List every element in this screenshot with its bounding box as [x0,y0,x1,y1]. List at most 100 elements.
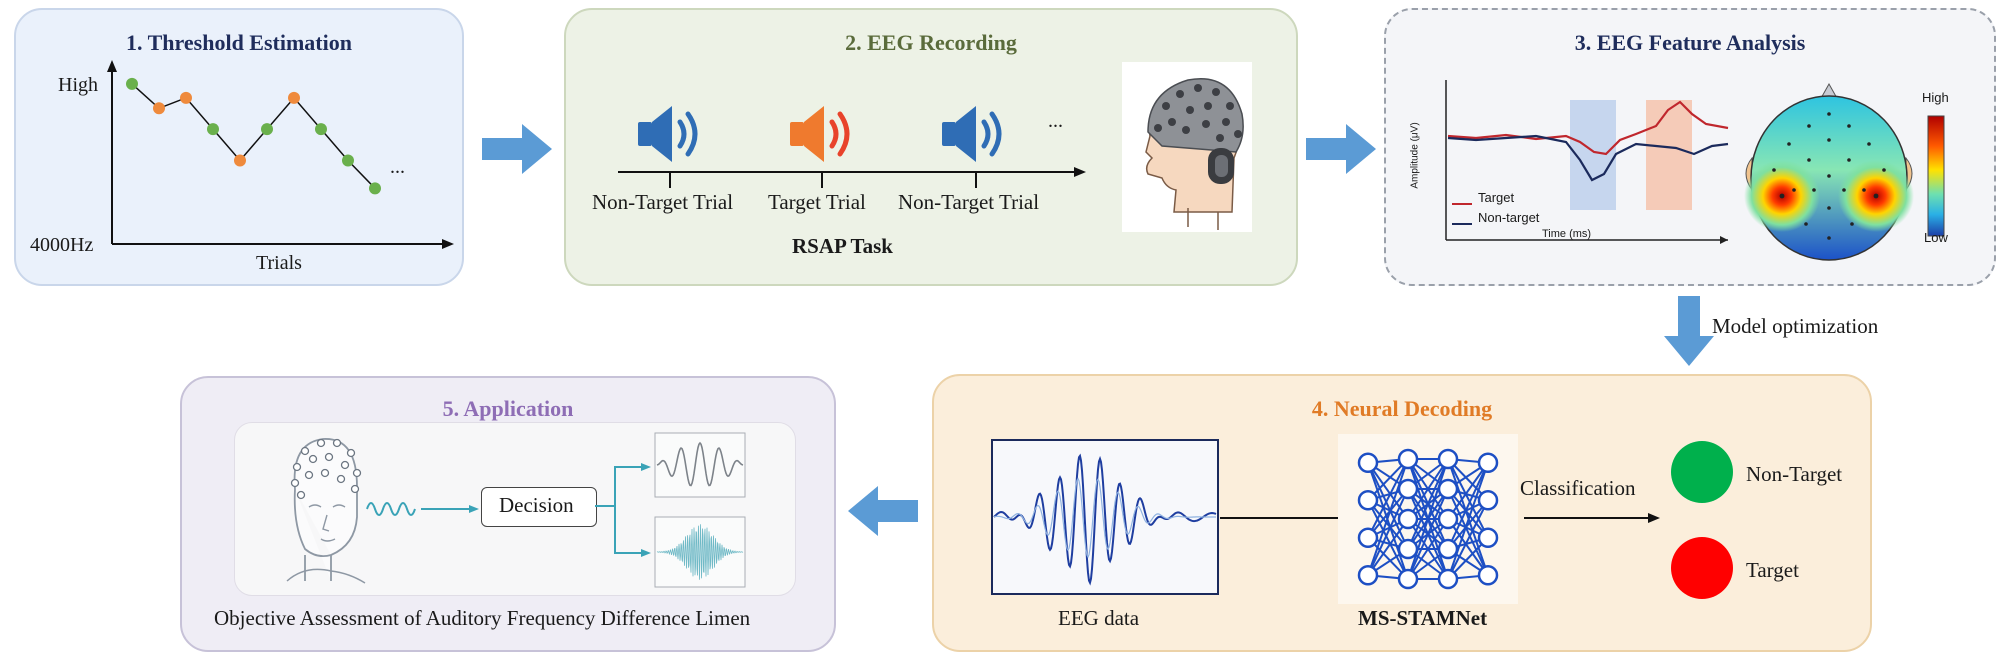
network-node [1437,478,1459,500]
eeg-recording-panel: 2. EEG Recording ... Non-Target Trial Ta… [564,8,1298,286]
network-node [1477,527,1499,548]
network-edge [1447,462,1489,580]
network-edge [1407,458,1449,550]
application-caption: Objective Assessment of Auditory Frequen… [214,606,751,630]
erp-ylabel: Amplitude (μV) [1409,122,1421,189]
eeg-feature-analysis-panel: 3. EEG Feature Analysis Amplitude (μV) T… [1384,8,1996,286]
neural-decoding-panel: 4. Neural Decoding EEG data MS-STAMNet C… [932,374,1872,652]
flow-arrow-right [1306,124,1376,174]
topography-map [1744,82,1914,261]
decision-label: Decision [499,493,574,517]
network-node [1477,452,1499,473]
network-edge [1447,462,1489,520]
network-edge [1367,462,1409,580]
legend-non-target: Non-target [1478,210,1540,225]
color-scale-bar [1927,115,1945,237]
speaker-icon [638,106,698,162]
network-node [1397,478,1419,500]
network-node [1437,508,1459,530]
network-node [1437,538,1459,560]
output-label-target: Target [1746,558,1799,582]
network-edge [1367,499,1409,580]
network-edge [1367,499,1409,550]
output-label-non-target: Non-Target [1746,462,1843,486]
network-edge [1447,518,1489,576]
trial-point [234,154,246,167]
trial-label: Target Trial [768,190,866,214]
scale-high-label: High [1922,90,1949,105]
trial-point [288,91,300,104]
trial-point [369,182,381,195]
target-output-dot [1671,537,1733,599]
network-edge [1367,458,1409,539]
network-edge [1367,518,1409,576]
network-edge [1367,458,1409,576]
application-panel: 5. Application Decision [180,376,836,652]
y-low-label: 4000Hz [30,234,94,256]
network-node [1437,568,1459,590]
classification-arrow [1524,513,1660,523]
flow-arrow-left [848,486,918,536]
trial-point [153,102,165,115]
model-optimization-label: Model optimization [1712,314,1879,338]
network-node [1357,527,1379,548]
x-axis-label: Trials [256,252,302,274]
panel-title: 2. EEG Recording [845,30,1017,55]
network-edge [1367,488,1409,539]
network-edge [1447,488,1489,539]
non-target-output-dot [1671,441,1733,503]
network-node [1477,490,1499,511]
y-high-label: High [58,74,98,96]
network-edge [1407,458,1449,580]
speaker-icon [790,106,850,162]
threshold-estimation-panel: 1. Threshold Estimation High 4000Hz Tria… [14,8,464,286]
legend-target: Target [1478,190,1515,205]
network-edge [1447,462,1489,550]
trial-label: Non-Target Trial [898,190,1040,214]
output-waveform-1 [654,432,746,498]
erp-xlabel: Time (ms) [1542,228,1592,240]
network-node [1477,565,1499,586]
trial-point [342,154,354,167]
sound-wave-icon [366,502,416,516]
trial-timeline [618,167,1086,188]
classification-label: Classification [1520,476,1636,500]
staircase-chart [107,60,454,249]
speaker-icon [942,106,1002,162]
network-edge [1367,462,1409,520]
network-node [1437,448,1459,470]
eeg-data-plot [991,439,1219,595]
eeg-data-label: EEG data [1058,606,1140,630]
network-node [1357,565,1379,586]
wave-to-decision-arrow [421,505,479,513]
network-edge [1407,458,1449,520]
network-edge [1407,518,1449,580]
trial-point [207,123,219,136]
network-edge [1447,499,1489,580]
network-node [1357,490,1379,511]
eeg-cap-head-icon [1122,62,1252,232]
task-label: RSAP Task [792,234,893,258]
network-edge [1447,458,1489,539]
output-waveform-2 [654,516,746,588]
erp-waveform-chart [1445,80,1729,244]
panel-title: 1. Threshold Estimation [126,30,352,55]
head-outline-icon [286,438,366,584]
staircase-line [131,83,376,189]
flow-arrow-right [482,124,552,174]
network-label: MS-STAMNet [1358,606,1488,630]
trial-point [126,77,138,90]
network-edge [1367,488,1409,576]
network-node [1357,452,1379,473]
scale-low-label: Low [1924,230,1948,245]
neural-network-diagram [1338,434,1518,604]
trial-point [315,123,327,136]
network-edge [1447,458,1489,576]
ellipsis: ... [1048,110,1063,132]
decision-branch-arrows [595,463,651,557]
network-node [1397,448,1419,470]
network-edge [1447,499,1489,550]
trial-label: Non-Target Trial [592,190,734,214]
ellipsis: ... [390,156,405,178]
panel-title: 3. EEG Feature Analysis [1574,30,1806,55]
